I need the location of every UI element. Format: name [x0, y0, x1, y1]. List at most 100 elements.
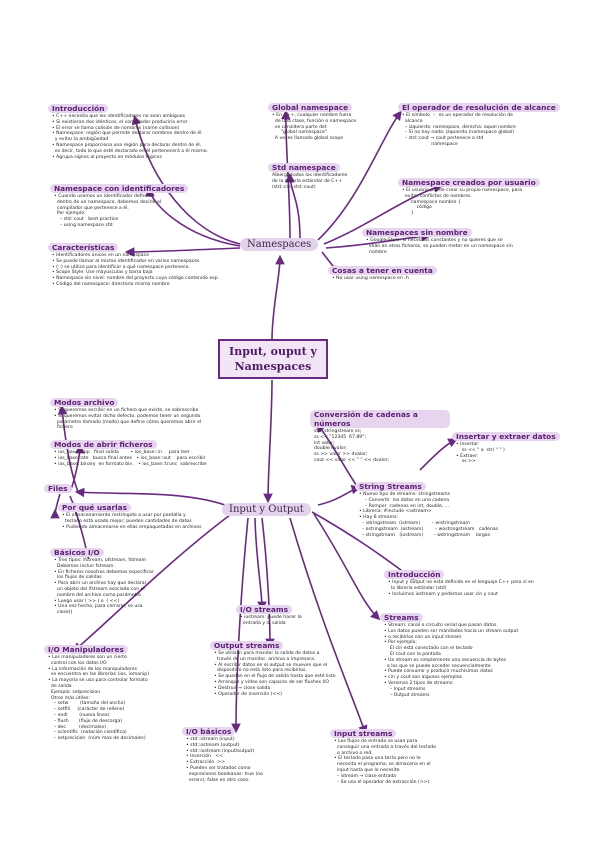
topic-line: parámetro llamado (modo) que define cómo…: [54, 419, 202, 425]
topic-line: ss << " a str( " " ): [456, 447, 505, 453]
topic-title: Files: [44, 484, 72, 493]
topic-line: nombre: [366, 249, 387, 255]
topic-line: y evitar la ambigüedad: [52, 137, 109, 143]
topic-line: • Namespace sin nivel: nombre del proyec…: [52, 276, 220, 282]
topic-title: Cosas a tener en cuenta: [328, 266, 437, 275]
topic-line: (std::cin, std::cout): [272, 184, 316, 190]
topic-line: • o recibirlos con un input stream: [384, 634, 462, 640]
topic-line: a los que se puede acceder secuencialmen…: [384, 663, 491, 669]
topic-title: I/O básicos: [182, 727, 236, 736]
topic-line: • Pudiendo almacenarse en ellas empaquet…: [62, 524, 202, 530]
topic-line: • La mayoría se usa para controlar forma…: [48, 678, 148, 684]
topic-line: expresiones booleanas: true (no: [186, 771, 263, 777]
topic-line: • La información de los manipuladores: [48, 666, 137, 672]
topic-line: namespace nombre {: [402, 199, 461, 205]
topic-line: • Los manipuladores son un cierto: [48, 655, 127, 660]
topic-line: – Se usa el operador de extracción (>>): [334, 779, 430, 785]
topic-title: Namespace con identificadores: [50, 184, 189, 193]
topic-title: Insertar y extraer datos: [452, 432, 560, 441]
block-basicos-io: Básicos I/O• Tres tipos: ifstream, ofstr…: [50, 548, 210, 616]
topic-line: • std::istream (input): [186, 737, 235, 742]
topic-line: de una clase, función o namespace: [272, 118, 357, 124]
block-por-que-usarlas: Por qué usarlas• El almacenamiento restr…: [58, 503, 258, 530]
topic-line: • ios_base::binary en formato bin. • ios…: [54, 461, 207, 467]
topic-line: conseguir una entrada a través del tecla…: [334, 744, 437, 750]
topic-title: I/O streams: [236, 605, 292, 614]
block-introduccion-io: Introducción• Input y output no está def…: [384, 570, 594, 597]
topic-line: – ostringstream (ostream) – wostringstre…: [359, 526, 499, 532]
topic-line: – setprecision (núm max de decimales): [48, 736, 146, 742]
topic-line: – endl (nueva línea): [48, 712, 110, 718]
block-insertar-extraer: Insertar y extraer datos• Insertar: ss <…: [452, 432, 562, 465]
topic-line: int valor;: [314, 440, 335, 446]
block-cosas-cuenta: Cosas a tener en cuenta• No usar using n…: [328, 266, 468, 282]
input-output-hub: Input y Output: [222, 503, 311, 516]
topic-line: • Input y output no está definido en el …: [388, 580, 534, 585]
block-modos-archivo: Modos archivo• Si queremos escribir en u…: [50, 398, 275, 431]
topic-line: • Si queremos evitar dicho defecto, pode…: [54, 413, 201, 419]
topic-line: • Hay 6 streams:: [359, 515, 399, 521]
topic-line: evitar conflictos de nombres.: [402, 193, 472, 199]
topic-line: • Se puede llamar al mismo identificador…: [52, 258, 200, 264]
topic-line: • Agrupa signos al proyecto en módulos l…: [52, 154, 162, 160]
topic-line: – setfill (carácter de relleno): [48, 707, 125, 713]
topic-line: Por ejemplo:: [54, 211, 86, 217]
topic-line: • Extracción >>: [186, 760, 225, 766]
topic-line: control con los datos I/O: [48, 660, 107, 666]
central-topic: Input, ouput y Namespaces: [218, 339, 328, 379]
topic-line: double dvalor;: [314, 446, 348, 452]
topic-line: – scientific (notación científica): [48, 730, 127, 736]
central-title-line2: Namespaces: [234, 360, 312, 373]
topic-title: Introducción: [48, 104, 109, 113]
block-files: Files: [44, 484, 104, 494]
topic-line: • En C++, cualquier nombre fuera: [272, 113, 352, 118]
topic-title: Streams: [380, 613, 423, 622]
topic-line: • Inserción <<: [186, 754, 224, 760]
topic-line: – Romper cadenas en int, double, ...: [359, 503, 450, 509]
topic-line: Debemos incluir fstream.: [54, 563, 115, 569]
topic-line: – dec (decimales): [48, 724, 106, 730]
block-namespace-sin-nombre: Namespaces sin nombre• Google-Style: si …: [362, 228, 587, 255]
topic-line: • Operador de inserción (<<): [214, 691, 282, 697]
topic-line: • Los flujos de entrada se usan para: [334, 739, 418, 744]
topic-line: – Si no hay nada: izquierda (namespace g…: [402, 130, 515, 136]
topic-line: El cout con la pantalla: [384, 651, 441, 657]
topic-line: – setw (tamaño del ancho): [48, 701, 126, 707]
topic-line: de salida: [48, 683, 72, 689]
topic-line: • Para abrir un archivo hay que declarar: [54, 581, 147, 587]
topic-line: • Puede consumir y producir muchísimos d…: [384, 669, 493, 675]
topic-line: • Namespace proporciona una región para …: [52, 142, 202, 148]
topic-line: – Output streams: [384, 692, 430, 698]
topic-line: alcance: [402, 118, 423, 124]
topic-line: • Se utilizan para mandar la salida de d…: [214, 651, 320, 656]
block-streams: Streams• Stream: canal o circuito serial…: [380, 613, 590, 698]
topic-line: • Cuando usamos un identificador definid…: [54, 194, 153, 199]
topic-line: un objeto del ifstream asociado con el: [54, 586, 145, 592]
topic-title: Input streams: [330, 729, 397, 738]
block-namespace-identificadores: Namespace con identificadores• Cuando us…: [50, 184, 200, 229]
topic-line: código: [402, 205, 432, 211]
topic-line: cout << valor << " " << dvalor;: [314, 457, 390, 463]
topic-line: • Si queremos escribir en un fichero que…: [54, 408, 199, 413]
topic-line: • El símbolo :: es un operador de resolu…: [402, 113, 513, 118]
topic-title: Namespace creados por usuario: [398, 178, 540, 187]
block-introduccion: Introducción• C++ necesita que los ident…: [48, 104, 263, 160]
block-modos-abrir: Modos de abrir ficheros• ios_base::app f…: [50, 440, 280, 467]
topic-line: • El teclado pasa una tecla pero no le: [334, 756, 421, 762]
block-output-streams: Output streams• Se utilizan para mandar …: [210, 641, 370, 697]
topic-line: fichero: [54, 425, 73, 431]
block-namespace-usuario: Namespace creados por usuario• El usuari…: [398, 178, 578, 217]
topic-title: Std namespace: [268, 163, 340, 172]
topic-line: compilador que pertenece a él.: [54, 205, 129, 211]
topic-line: • Incluimos iostream y podemos usar cin …: [388, 591, 498, 597]
topic-line: Alberga todos los identificadores: [272, 173, 348, 178]
topic-line: • Arranque y vídeo son capaces de ser fl…: [214, 679, 329, 685]
topic-title: I/O Manipuladores: [44, 645, 128, 654]
topic-line: – std::cout → cout pertenece a std: [402, 136, 484, 142]
topic-line: – flush (flujo de descarga): [48, 718, 123, 724]
topic-line: • Se quedan en el flujo de salida hasta …: [214, 674, 336, 680]
topic-line: – Input streams: [384, 686, 426, 692]
block-input-streams: Input streams• Los flujos de entrada se …: [330, 729, 490, 785]
topic-title: Por qué usarlas: [58, 503, 132, 512]
